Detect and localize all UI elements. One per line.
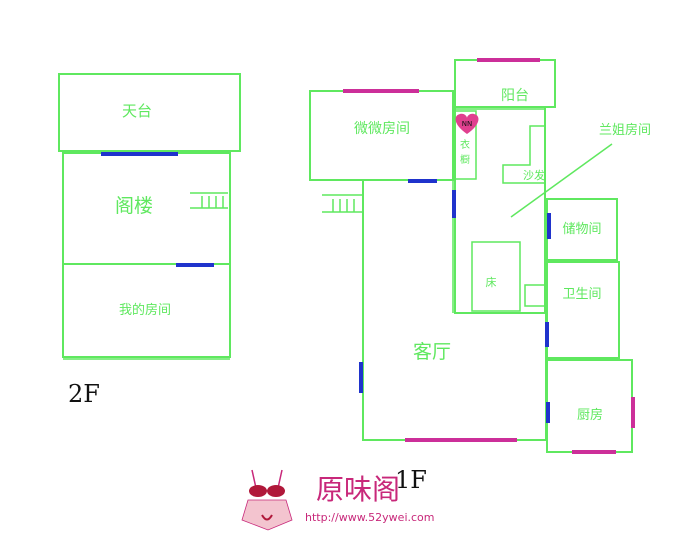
heart-icon xyxy=(455,113,479,134)
balcony-label: 阳台 xyxy=(501,88,529,104)
lanjie-room xyxy=(454,106,546,314)
watermark-brand: 原味阁 xyxy=(316,473,400,506)
wardrobe-label-char-1: 衣 xyxy=(460,138,470,151)
heart-badge-text: NN xyxy=(462,120,472,128)
attic-stairs xyxy=(190,192,228,209)
heart-badge: NN xyxy=(455,113,479,134)
wardrobe xyxy=(454,110,477,180)
watermark: 原味阁 http://www.52ywei.com xyxy=(241,469,435,531)
storage-label: 储物间 xyxy=(562,222,601,237)
bathroom-room xyxy=(546,261,620,359)
lingerie-logo-icon xyxy=(241,469,293,531)
attic-label: 阁楼 xyxy=(115,195,153,217)
wardrobe-label-char-2: 橱 xyxy=(460,153,470,166)
sofa xyxy=(502,125,546,184)
floor-2-plan: 天台 阁楼 我的房间 2F xyxy=(58,73,241,408)
kitchen-room xyxy=(546,359,633,453)
terrace-room xyxy=(58,73,241,152)
bathroom-label: 卫生间 xyxy=(562,287,601,302)
lanjie-pointer-line xyxy=(510,143,613,218)
sofa-label: 沙发 xyxy=(523,168,545,182)
bed-label: 床 xyxy=(486,275,497,289)
living-room-label: 客厅 xyxy=(413,341,451,363)
floor-1-label: 1F xyxy=(395,466,427,494)
watermark-url: http://www.52ywei.com xyxy=(305,511,435,524)
floor-2-label: 2F xyxy=(68,380,100,408)
terrace-label: 天台 xyxy=(122,102,152,120)
wardrobe-label: 衣 橱 xyxy=(460,138,470,166)
floor-1-plan: 微微房间 阳台 兰姐房间 沙发 储物间 床 卫生间 客厅 厨房 衣 橱 衣橱 N… xyxy=(309,58,651,494)
my-room-label: 我的房间 xyxy=(119,302,171,318)
bed xyxy=(471,241,521,312)
floor-1-stairs xyxy=(322,194,362,213)
my-room xyxy=(62,263,231,358)
nightstand xyxy=(524,284,546,307)
lanjie-room-label: 兰姐房间 xyxy=(599,122,651,138)
weiwei-room-label: 微微房间 xyxy=(354,121,410,137)
kitchen-label: 厨房 xyxy=(577,407,603,423)
